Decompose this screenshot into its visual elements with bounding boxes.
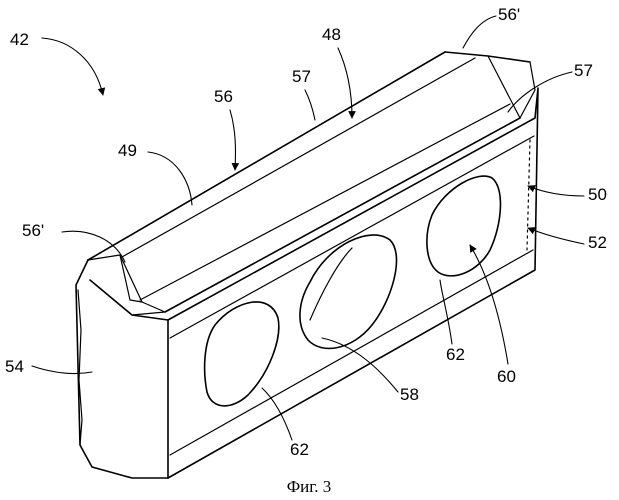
label-54: 54: [5, 357, 24, 376]
figure-caption: Фиг. 3: [287, 477, 332, 496]
label-49: 49: [118, 141, 137, 160]
label-56-prime-left: 56': [22, 221, 44, 240]
label-62-right: 62: [446, 345, 465, 364]
label-58: 58: [400, 385, 419, 404]
label-48: 48: [322, 25, 341, 44]
label-56: 56: [214, 87, 233, 106]
label-52: 52: [588, 233, 607, 252]
label-57-top: 57: [292, 67, 311, 86]
label-50: 50: [588, 185, 607, 204]
label-56-prime-top: 56': [498, 5, 520, 24]
label-60: 60: [497, 367, 516, 386]
cutting-insert-drawing: [76, 52, 538, 478]
label-42: 42: [10, 30, 29, 49]
label-57-right: 57: [574, 61, 593, 80]
label-62-bottom: 62: [290, 440, 309, 459]
